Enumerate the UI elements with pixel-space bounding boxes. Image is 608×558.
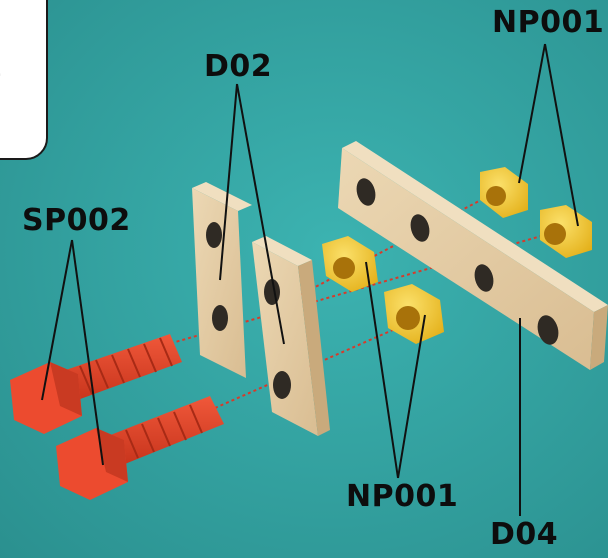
nut-1: [480, 167, 528, 218]
nut-4: [384, 284, 444, 344]
quantity-3: 2: [0, 104, 1, 124]
quantity-2: 4: [0, 63, 1, 83]
label-d02: D02: [204, 49, 273, 84]
board-d02-back: [192, 182, 252, 378]
label-np001-top: NP001: [492, 5, 605, 40]
label-np001-bottom: NP001: [346, 479, 459, 514]
quantity-panel: 1 4 2: [0, 0, 48, 160]
screw-2: [56, 396, 224, 500]
board-d02-front: [252, 236, 330, 436]
nut-2: [540, 205, 592, 258]
screw-1: [10, 334, 182, 434]
quantity-1: 1: [0, 22, 1, 42]
label-sp002: SP002: [22, 203, 131, 238]
label-d04: D04: [490, 517, 559, 552]
leader-lines: [41, 43, 579, 516]
plank-d04: [338, 141, 608, 370]
nut-3: [322, 236, 378, 292]
